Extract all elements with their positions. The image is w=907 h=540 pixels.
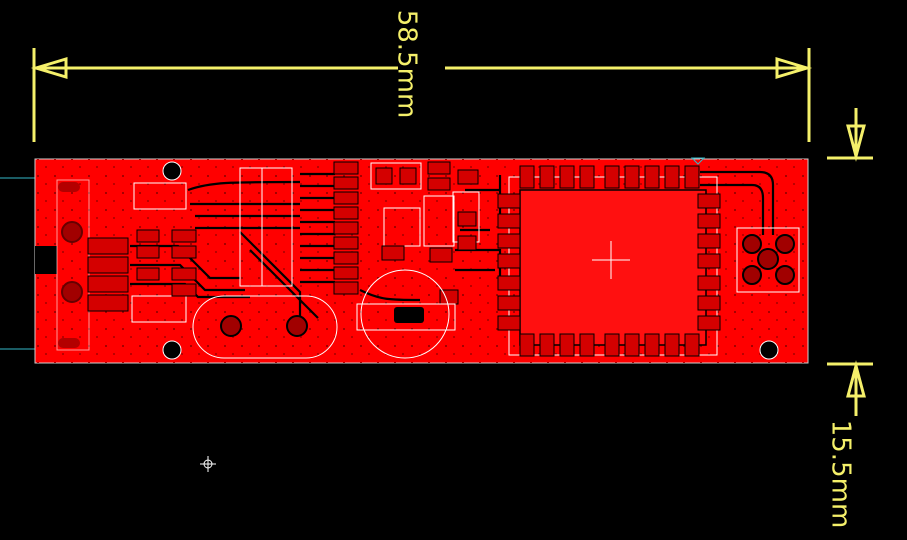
origin-marker bbox=[200, 456, 216, 472]
width-dimension-label: 58.5mm bbox=[391, 9, 422, 119]
pcb-board bbox=[34, 157, 809, 364]
usb-connector bbox=[35, 179, 129, 351]
height-dimension-label: 15.5mm bbox=[825, 419, 856, 529]
crystal-footprint bbox=[192, 295, 338, 359]
height-dimension bbox=[827, 108, 873, 416]
mounting-holes bbox=[162, 161, 779, 360]
antenna-pads bbox=[742, 234, 795, 285]
module-footprint bbox=[497, 157, 721, 357]
passive-components bbox=[136, 161, 479, 305]
buzzer-footprint bbox=[356, 269, 456, 359]
width-dimension bbox=[30, 48, 813, 142]
pad-column bbox=[333, 161, 359, 295]
